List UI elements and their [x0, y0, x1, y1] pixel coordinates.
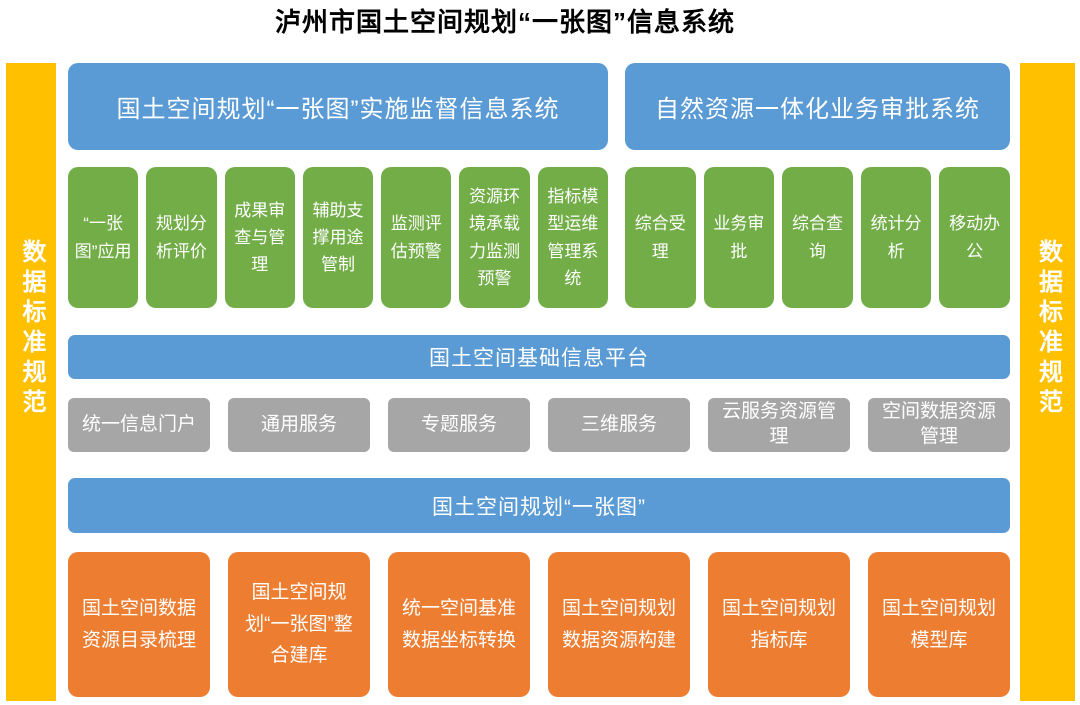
task-box: 国土空间规划数据资源构建 [548, 552, 690, 697]
supervision-system-header: 国土空间规划“一张图”实施监督信息系统 [68, 63, 608, 150]
module-box: 指标模型运维管理系统 [537, 167, 608, 308]
approval-system-header: 自然资源一体化业务审批系统 [625, 63, 1010, 150]
page-title: 泸州市国土空间规划“一张图”信息系统 [274, 7, 735, 37]
service-box: 云服务资源管理 [708, 398, 850, 452]
task-box: 国土空间规划模型库 [868, 552, 1010, 697]
module-box: 综合查询 [782, 167, 853, 308]
module-box: 业务审批 [703, 167, 775, 308]
data-standards-bar-left: 数据标准规范 [6, 63, 56, 701]
module-box: 规划分析评价 [146, 167, 217, 308]
services-row: 统一信息门户 通用服务 专题服务 三维服务 云服务资源管理 空间数据资源管理 [68, 398, 1010, 452]
platform-banner: 国土空间基础信息平台 [68, 335, 1010, 379]
service-box: 通用服务 [228, 398, 370, 452]
supervision-modules-group: “一张图”应用 规划分析评价 成果审查与管理 辅助支撑用途管制 监测评估预警 资… [68, 167, 608, 308]
data-standards-bar-left-label: 数据标准规范 [18, 239, 45, 419]
service-box: 三维服务 [548, 398, 690, 452]
diagram-content: 国土空间规划“一张图”实施监督信息系统 自然资源一体化业务审批系统 “一张图”应… [68, 63, 1010, 705]
service-box: 统一信息门户 [68, 398, 210, 452]
system-headers-row: 国土空间规划“一张图”实施监督信息系统 自然资源一体化业务审批系统 [68, 63, 1010, 150]
module-box: 资源环境承载力监测预警 [459, 167, 530, 308]
module-box: 综合受理 [625, 167, 696, 308]
data-standards-bar-right-label: 数据标准规范 [1034, 239, 1062, 419]
tasks-row: 国土空间数据资源目录梳理 国土空间规划“一张图”整合建库 统一空间基准数据坐标转… [68, 552, 1010, 697]
data-standards-bar-right: 数据标准规范 [1020, 63, 1075, 701]
module-box: 监测评估预警 [381, 167, 452, 308]
module-box: 成果审查与管理 [224, 167, 295, 308]
task-box: 国土空间规划指标库 [708, 552, 850, 697]
module-box: 统计分析 [860, 167, 932, 308]
service-box: 空间数据资源管理 [868, 398, 1010, 452]
task-box: 国土空间规划“一张图”整合建库 [228, 552, 370, 697]
module-box: 移动办公 [939, 167, 1010, 308]
task-box: 国土空间数据资源目录梳理 [68, 552, 210, 697]
task-box: 统一空间基准数据坐标转换 [388, 552, 530, 697]
onemap-banner: 国土空间规划“一张图” [68, 478, 1010, 533]
module-box: “一张图”应用 [68, 167, 139, 308]
approval-modules-group: 综合受理 业务审批 综合查询 统计分析 移动办公 [625, 167, 1010, 308]
modules-row: “一张图”应用 规划分析评价 成果审查与管理 辅助支撑用途管制 监测评估预警 资… [68, 167, 1010, 308]
service-box: 专题服务 [388, 398, 530, 452]
module-box: 辅助支撑用途管制 [302, 167, 374, 308]
